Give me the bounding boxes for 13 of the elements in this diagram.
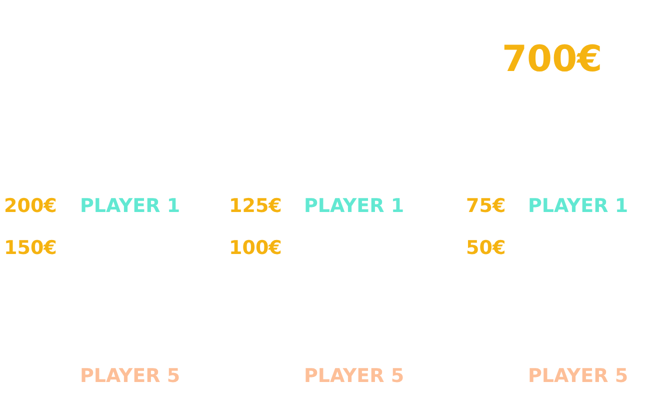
prize-amount: 200€ xyxy=(4,197,57,216)
prize-amount: 125€ xyxy=(229,197,282,216)
prize-amount: 150€ xyxy=(4,239,57,258)
player-name: PLAYER 5 xyxy=(304,367,404,386)
player-name: PLAYER 5 xyxy=(528,367,628,386)
player-name: PLAYER 1 xyxy=(304,197,404,216)
player-name: PLAYER 1 xyxy=(528,197,628,216)
player-name: PLAYER 1 xyxy=(80,197,180,216)
prize-amount: 700€ xyxy=(502,42,602,78)
prize-amount: 100€ xyxy=(229,239,282,258)
prize-amount: 75€ xyxy=(466,197,506,216)
player-name: PLAYER 5 xyxy=(80,367,180,386)
prize-amount: 50€ xyxy=(466,239,506,258)
